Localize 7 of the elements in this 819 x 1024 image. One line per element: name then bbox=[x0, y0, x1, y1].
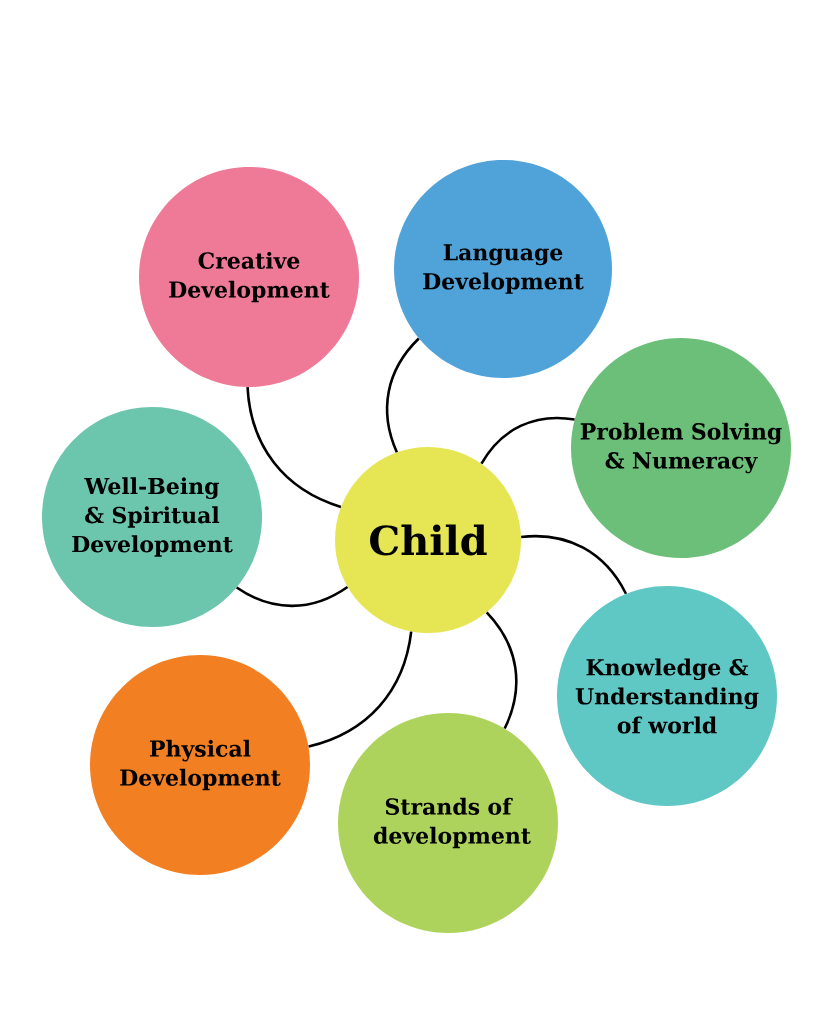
connector-line bbox=[485, 611, 518, 730]
connector-line bbox=[385, 337, 420, 453]
connector-line bbox=[236, 585, 349, 608]
connector-line bbox=[308, 631, 413, 748]
connector-line bbox=[246, 387, 342, 509]
connector-line bbox=[480, 416, 575, 465]
connector-line bbox=[521, 534, 628, 595]
